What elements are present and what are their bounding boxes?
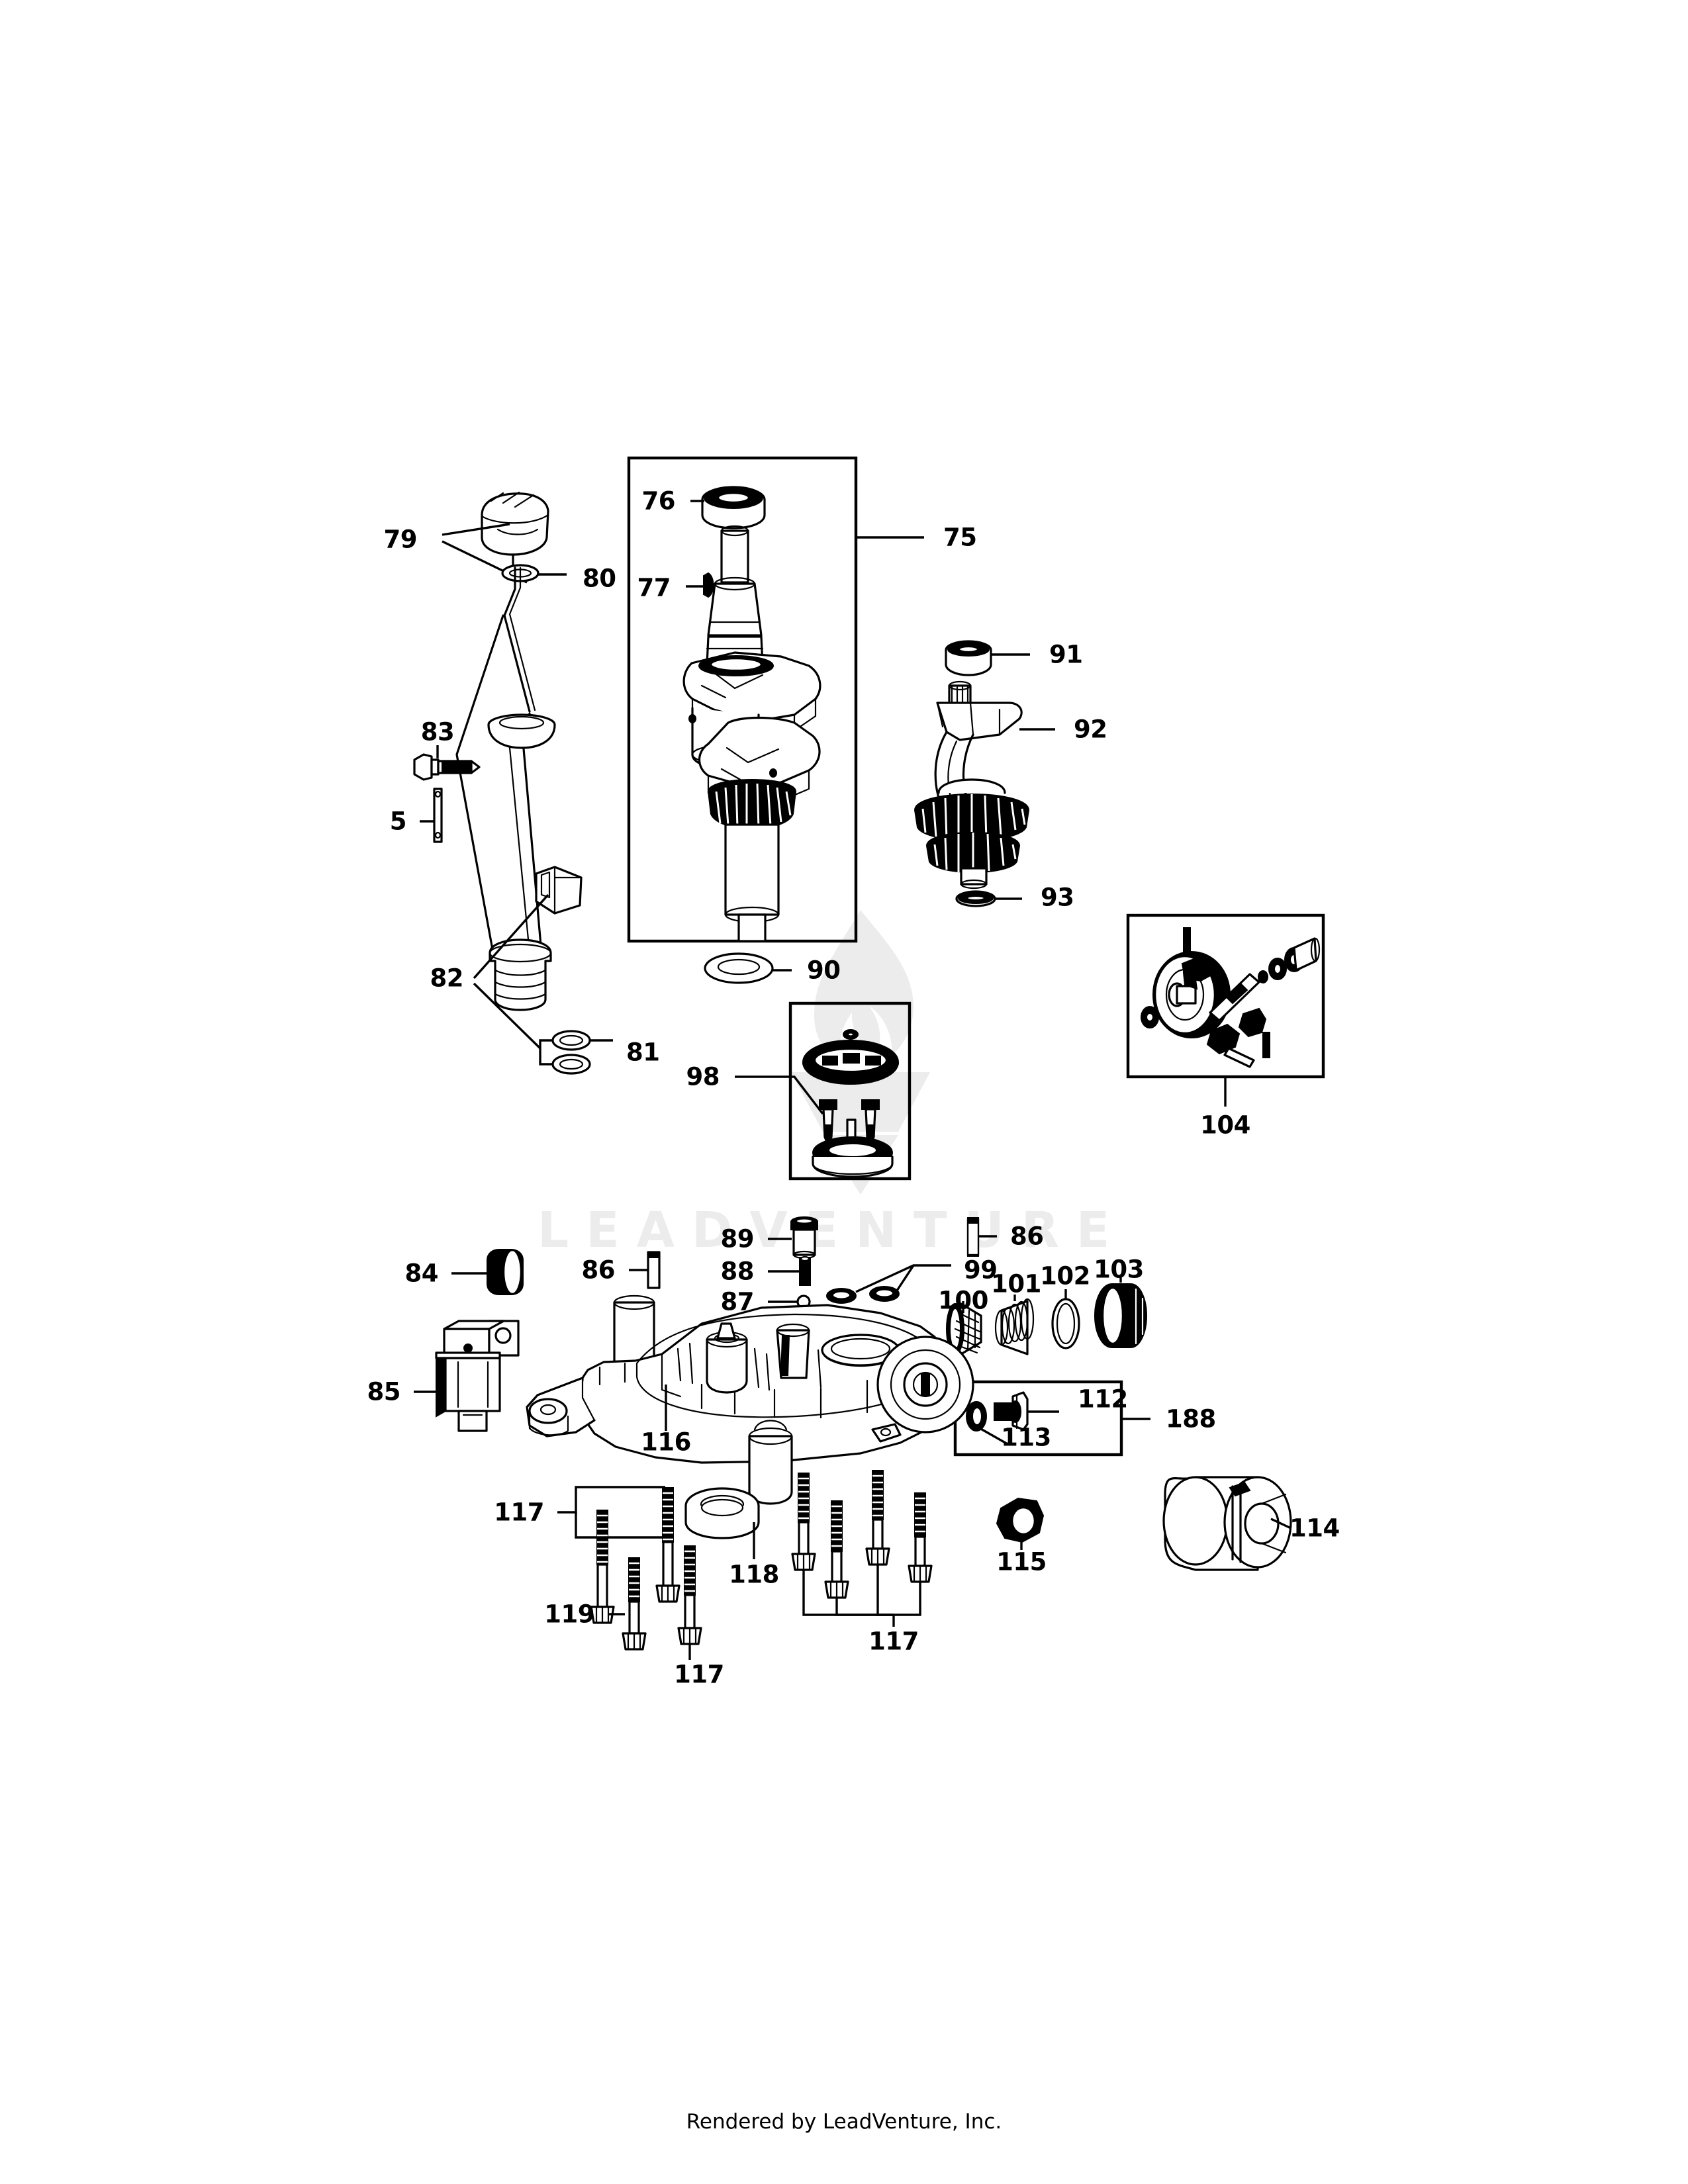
callout-dipstick-tube-assembly: 82 [430,964,464,993]
part-117-screw-r2 [824,1500,894,1616]
callout-crankshaft-assembly-box: 75 [943,523,977,552]
part-117-screw-b [590,1510,615,1624]
watermark-text: LEADVENTURE [538,1202,1127,1259]
part-98-oil-pump-assembly [802,1029,900,1178]
callout-thrust-washer: 90 [807,956,841,985]
callout-oil-fill-cap: 79 [383,525,418,554]
callout-flange-screw-group-right: 117 [868,1627,919,1656]
dipstick-bracket [535,866,583,915]
callout-o-ring-cap-seal: 80 [583,564,616,593]
oil-pump-screw-left [819,1099,837,1148]
callout-o-ring-pair: 81 [626,1038,660,1067]
callout-oil-pump-washer: 91 [1049,640,1083,669]
part-76-bearing [690,486,766,529]
callout-camshaft-assembly-box: 104 [1200,1111,1250,1140]
callout-oil-pump-assembly-box: 98 [686,1062,720,1091]
part-77-woodruff-key [686,572,714,598]
part-81-o-rings [539,1030,613,1075]
callout-roll-pin: 5 [389,807,407,836]
part-101-relief-valve-spring [994,1295,1035,1355]
part-117-screw-r4 [892,1492,933,1627]
part-5-roll-pin [420,788,443,843]
callout-relief-valve-cap: 103 [1094,1255,1144,1284]
part-112-drain-plug [994,1391,1059,1431]
callout-dowel-pin-left: 86 [581,1255,616,1285]
part-115-hex-nut [996,1497,1045,1550]
part-92-oil-pump-gear [914,680,1055,889]
part-82-dipstick-tube [455,567,583,1050]
callout-oil-pump-governor-gear: 92 [1074,715,1107,744]
footer-credit: Rendered by LeadVenture, Inc. [686,2110,1002,2134]
part-93-o-ring [955,890,1022,907]
callout-o-ring-relief: 102 [1040,1261,1090,1291]
part-102-o-ring [1051,1289,1080,1349]
part-99-sealing-washers [826,1264,951,1304]
callout-oil-drain-plug: 112 [1078,1385,1128,1414]
part-89-breather-plug [768,1216,818,1259]
group-box-104 [1126,913,1325,1107]
callout-hex-nut: 115 [996,1547,1047,1576]
callout-sealing-washer-pair: 99 [964,1255,998,1285]
part-75-crankshaft [682,525,821,942]
part-119-screw [608,1557,647,1651]
dipstick-threaded-end [489,938,552,1011]
callout-drain-plug-gasket: 113 [1001,1423,1051,1452]
part-104-camshaft-assembly [1141,927,1321,1068]
part-79-oil-fill-cap [481,491,549,569]
callout-flange-screw-short: 119 [544,1600,594,1629]
part-80-o-ring [501,564,567,582]
dipstick-collar [487,713,556,749]
callout-drain-plug-kit-box: 188 [1166,1404,1216,1433]
callout-o-ring-lower: 93 [1041,883,1074,912]
part-86-dowel-pin-upper [966,1217,997,1257]
part-91-washer [945,640,1030,676]
group-box-98 [735,1001,912,1181]
callout-ignition-coil: 85 [367,1377,401,1406]
callout-dowel-pin-upper: 86 [1010,1222,1044,1251]
part-88-spring-pin [768,1255,811,1286]
part-114-oil-filter [1162,1476,1292,1571]
callout-flange-screw-group-left: 117 [494,1498,544,1527]
part-83-flange-screw [413,745,481,781]
callout-hex-flange-screw: 83 [420,717,455,747]
part-118-oil-seal-washer [684,1487,760,1559]
callout-steel-ball: 87 [720,1287,755,1316]
part-113-gasket [966,1401,1009,1446]
callout-upper-crankshaft-bearing: 76 [641,486,676,516]
part-116-crankcase-cover [526,1295,974,1505]
callout-relief-valve-spring: 101 [991,1269,1041,1298]
callout-breather-plug: 89 [720,1224,755,1253]
callout-oil-filter: 114 [1289,1514,1340,1543]
callout-oil-seal-washer: 118 [729,1560,779,1589]
part-117-screw-a [655,1487,680,1603]
part-103-relief-valve-cap [1094,1276,1148,1348]
part-86-dowel-pin-left [629,1251,661,1289]
callout-spark-plug-boot: 84 [404,1259,439,1288]
part-85-ignition-coil [414,1320,520,1432]
part-117-screw-center [677,1545,702,1660]
callout-spring-pin: 88 [720,1257,755,1286]
callout-woodruff-key: 77 [637,573,671,602]
part-117-screw-r3 [865,1470,894,1616]
callout-crankcase-cover: 116 [641,1428,691,1457]
part-84-spark-plug-boot [451,1249,524,1295]
callout-oil-filter-screen: 100 [938,1286,988,1315]
part-90-thrust-washer [704,952,792,984]
callout-flange-screw-center: 117 [674,1660,724,1689]
screw-group-bracket-left [557,1486,665,1539]
